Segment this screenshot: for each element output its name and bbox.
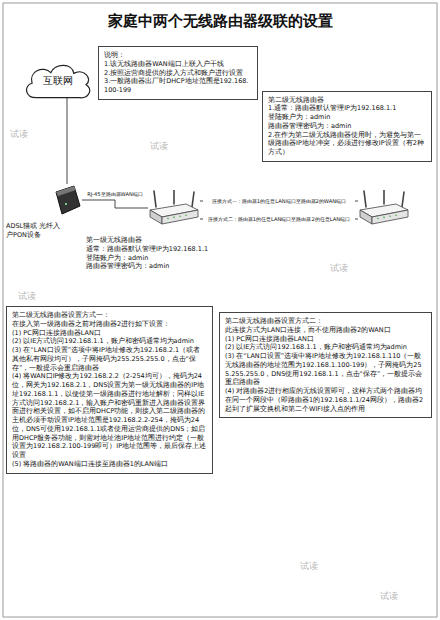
node-heading: 第二级无线路由器设置方式二： (225, 317, 426, 326)
router-led (173, 217, 175, 219)
node-text: (3) 在“LAN口设置”选项中将IP地址修改为192.168.1.110（一般… (225, 352, 426, 387)
router-led (377, 218, 379, 220)
modem-body (56, 186, 80, 214)
router-antenna (173, 190, 175, 204)
cloud-text-holder: 互联网 (22, 62, 94, 100)
node-text: (4) 将WAN口IP修改为192.168.2.2（2-254均可），掩码为24… (12, 372, 207, 460)
node-heading: ADSL猫或 光纤入户PON设备 (6, 222, 64, 240)
node-text: (2) 以IE方式访问192.168.1.1，账户和密码通常均为admin (225, 343, 426, 352)
node-text: 3.一般路由器出厂时DHCP地址范围是192.168.100-199 (104, 77, 252, 95)
cloud-outline (27, 65, 90, 97)
router-icon: 第一级无线路由器通常：路由器默认管理IP为192.168.1.1登陆账户为：ad… (148, 190, 200, 226)
internet-cloud: 互联网 (22, 62, 94, 100)
node-text: 2.在作为第二级无线路由器使用时，为避免与第一级路由器IP地址冲突，必须进行修改… (268, 131, 426, 157)
node-text: 路由器管理密码为：admin (268, 122, 426, 131)
connector-label: 连接方式一：路由器1的任意LAN端口至路由器2的WAN端口 (203, 198, 355, 205)
modem-icon: ADSL猫或 光纤入户PON设备 (52, 184, 82, 216)
router-front (150, 210, 162, 224)
watermark: 试读 (380, 590, 398, 603)
watermark: 试读 (300, 560, 318, 573)
node-text: 路由器管理密码为：admin (86, 262, 246, 271)
router-led (395, 214, 397, 216)
watermark: 试读 (330, 262, 348, 275)
connector-label: 连接方式二：路由器1的任意LAN端口至路由器2的任意LAN端口 (203, 216, 355, 223)
connector-line (67, 98, 68, 184)
note-box: 说明：1.该无线路由器WAN端口上联入户干线2.按照运营商提供的接入方式和账户进… (98, 46, 258, 100)
router-led (185, 214, 187, 216)
node-heading: 说明： (104, 51, 252, 60)
node-text: (1) PC网口连接路由器LAN口 (12, 329, 207, 338)
node-heading: 第二级无线路由器 (268, 96, 426, 105)
router-shape (148, 190, 200, 226)
connector-label: RJ-45至路由器WAN端口 (81, 191, 149, 198)
node-text: (1) PC网口连接路由器LAN口 (225, 335, 426, 344)
router-antenna (364, 191, 366, 207)
node-text: 1.该无线路由器WAN端口上联入户干线 (104, 60, 252, 69)
router-side (372, 210, 408, 224)
node-text: 2.按照运营商提供的接入方式和账户进行设置 (104, 69, 252, 78)
node-text: 在接入第一级路由器之前对路由器2进行如下设置： (12, 320, 207, 329)
node-text: (3) 在“LAN口设置”选项中将IP地址修改为192.168.2.1（或者其他… (12, 346, 207, 372)
connector-line (82, 200, 148, 208)
diagram-title: 家庭中两个无线路由器级联的设置 (0, 12, 440, 31)
router-antenna (383, 190, 385, 204)
device-caption: ADSL猫或 光纤入户PON设备 (6, 222, 64, 240)
device-caption: 第一级无线路由器通常：路由器默认管理IP为192.168.1.1登陆账户为：ad… (86, 236, 246, 271)
router-shape (358, 190, 410, 226)
router-led (179, 216, 181, 218)
router-icon: 第二级无线路由器1.通常：路由器默认管理IP为192.168.1.1登陆账户为：… (358, 190, 410, 226)
router-led (383, 217, 385, 219)
modem-led (65, 203, 67, 205)
modem-top (56, 186, 76, 196)
router-led (167, 218, 169, 220)
modem-shape (52, 184, 82, 216)
node-text: 1.通常：路由器默认管理IP为192.168.1.1 (268, 104, 426, 113)
page-border (3, 3, 437, 617)
watermark: 试读 (10, 128, 28, 141)
router-led (389, 216, 391, 218)
router-antenna (402, 192, 404, 207)
node-heading: 互联网 (43, 74, 73, 88)
router-side (162, 210, 198, 224)
node-heading: 第一级无线路由器 (86, 236, 246, 245)
node-heading: 第二级无线路由器设置方式一： (12, 311, 207, 320)
node-text: (4) 对路由器2进行相应的无线设置即可，这样方式两个路由器均在同一个网段中（即… (225, 387, 426, 413)
settings-box: 第二级无线路由器设置方式一：在接入第一级路由器之前对路由器2进行如下设置：(1)… (6, 306, 213, 474)
watermark: 试读 (150, 140, 168, 153)
router-front (360, 210, 372, 224)
router-antenna (154, 191, 156, 207)
node-text: (2) 以IE方式访问192.168.1.1，账户和密码通常均为admin (12, 337, 207, 346)
node-text: 此连接方式为LAN口连接，而不使用路由器2的WAN口 (225, 326, 426, 335)
node-text: (5) 将路由器的WAN端口连接至路由器1的LAN端口 (12, 460, 207, 469)
node-text: 登陆账户为：admin (86, 254, 246, 263)
node-text: 通常：路由器默认管理IP为192.168.1.1 (86, 245, 246, 254)
router-antenna (192, 192, 194, 207)
settings-box: 第二级无线路由器设置方式二：此连接方式为LAN口连接，而不使用路由器2的WAN口… (219, 312, 432, 418)
node-text: 登陆账户为：admin (268, 113, 426, 122)
watermark: 试读 (18, 290, 36, 303)
info-panel: 第二级无线路由器1.通常：路由器默认管理IP为192.168.1.1登陆账户为：… (262, 91, 432, 162)
